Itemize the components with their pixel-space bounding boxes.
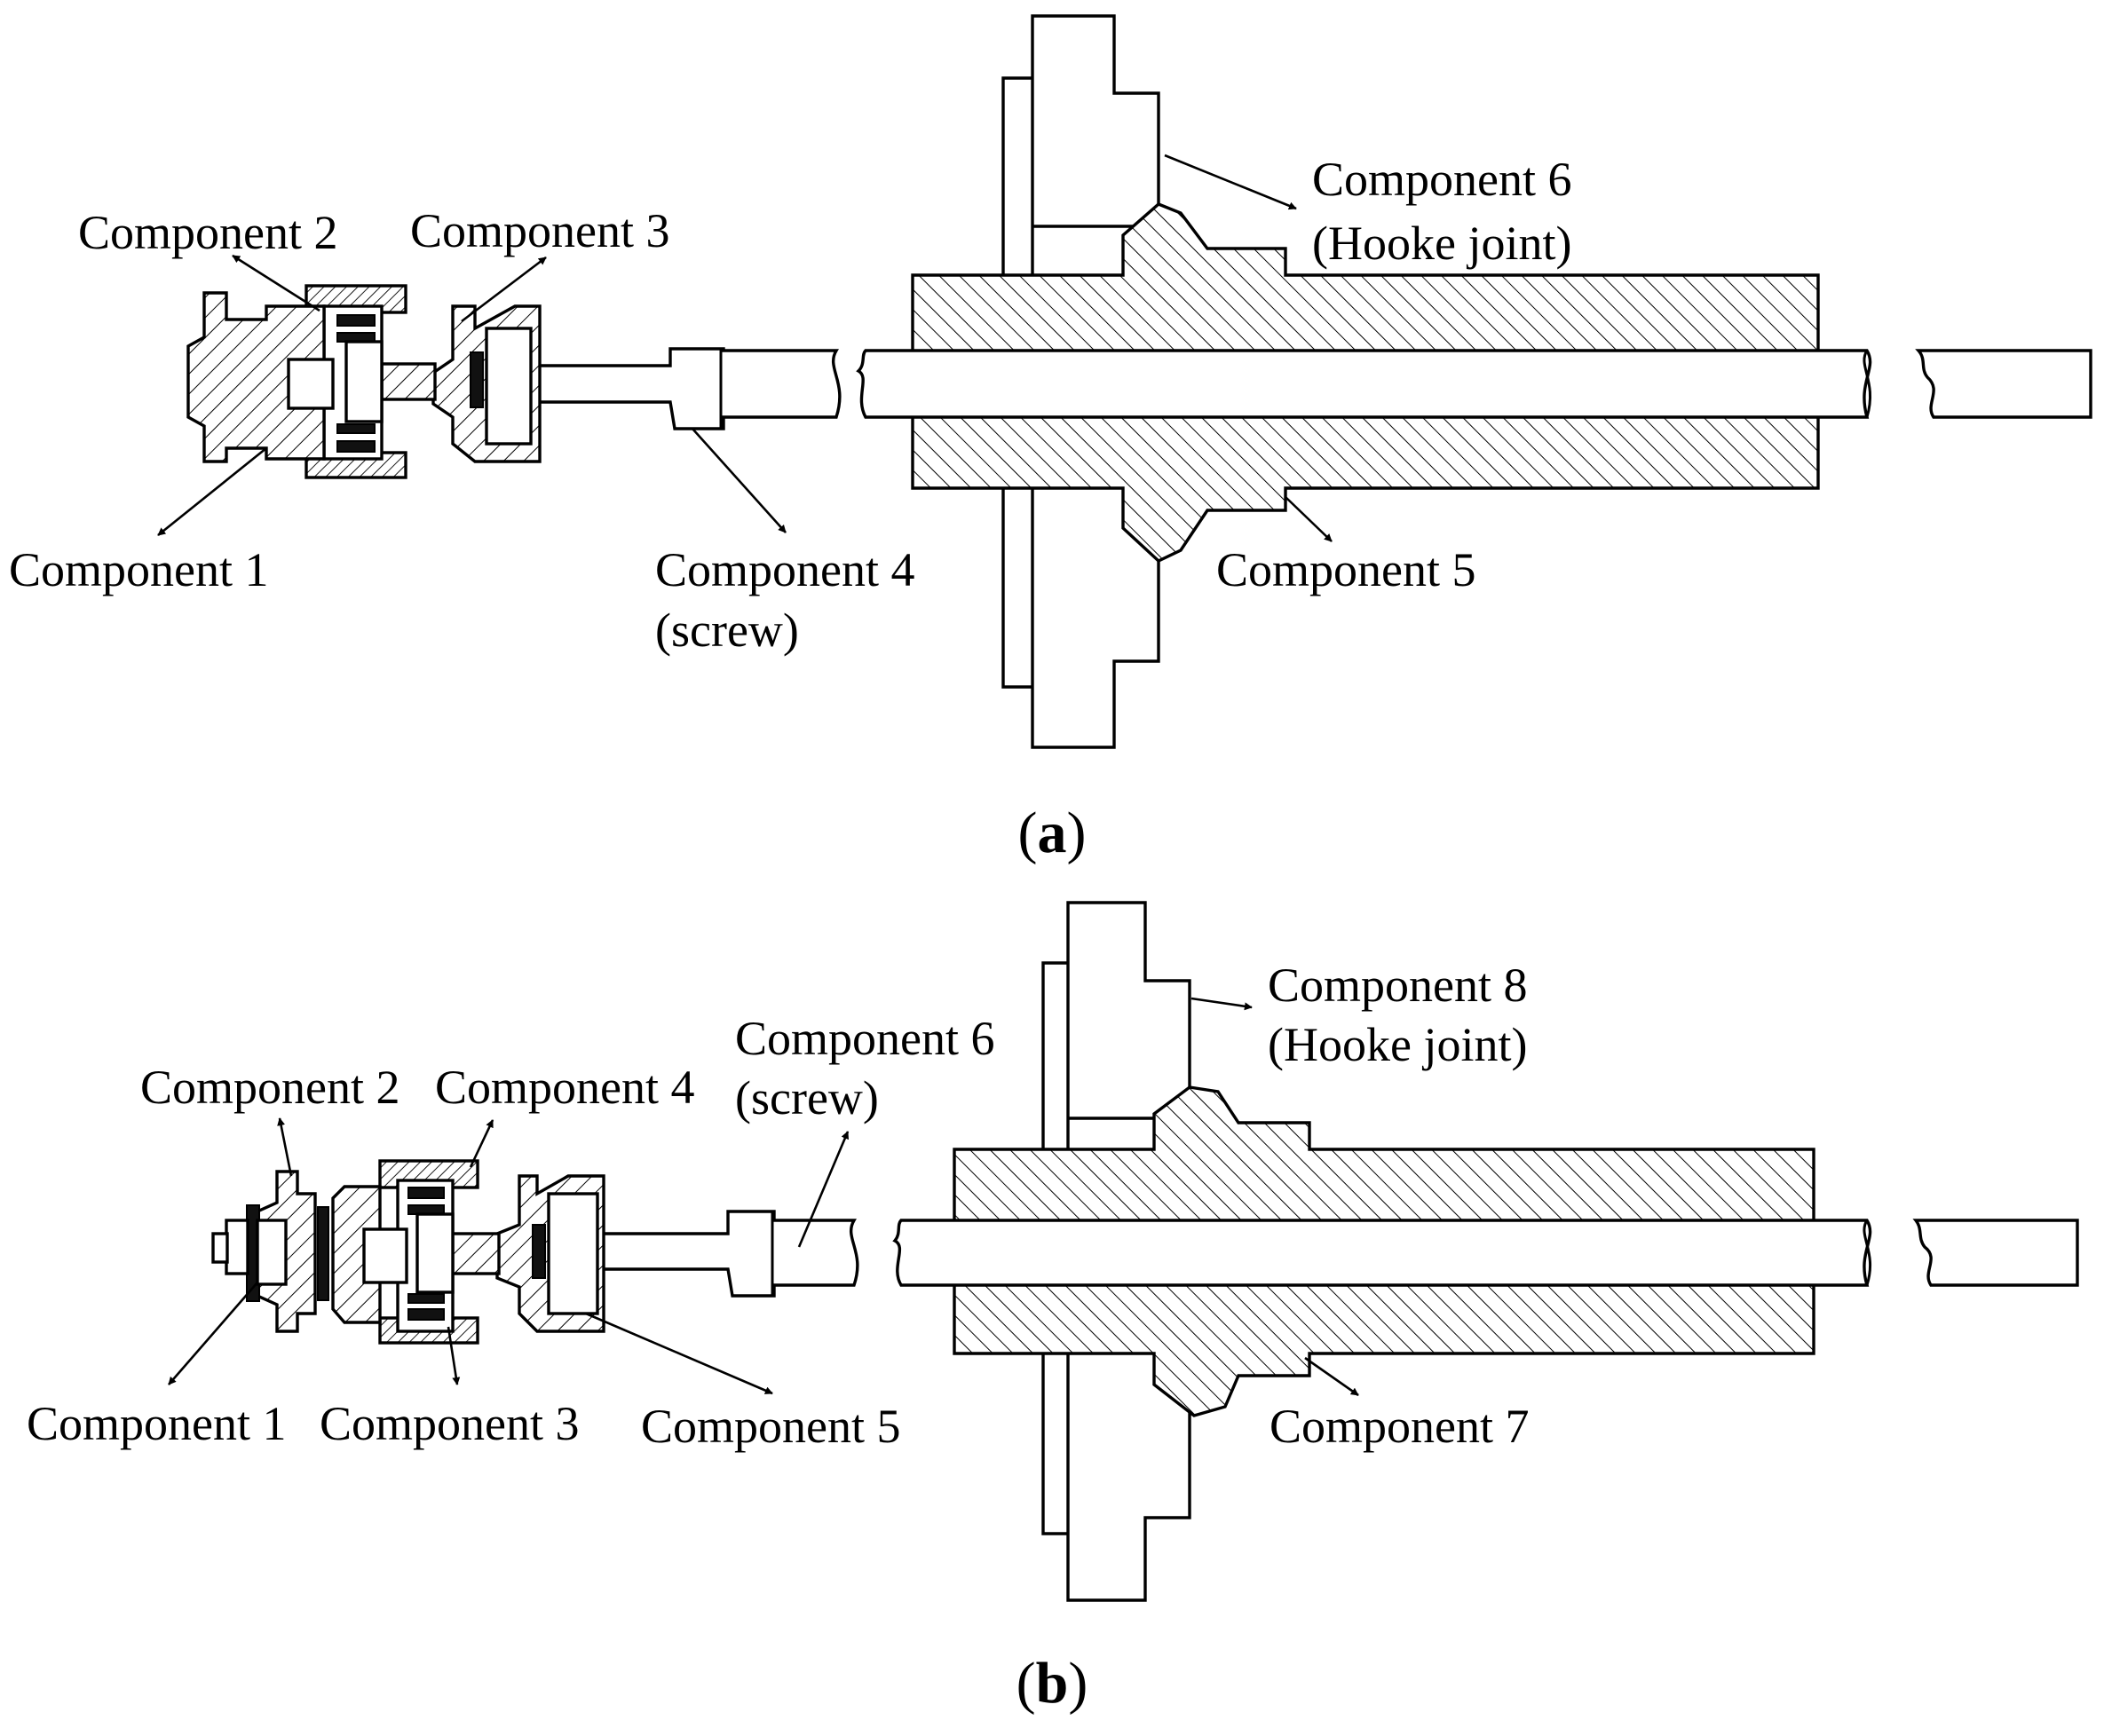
leader-comp3-a: [461, 256, 547, 323]
leader-comp2-b: [277, 1117, 293, 1177]
label-component-4-a: Component 4: [655, 543, 915, 596]
bearing-roller-top-b: [407, 1187, 445, 1199]
label-component-7-b: Component 7: [1270, 1400, 1530, 1453]
label-component-5-a: Component 5: [1216, 543, 1476, 596]
label-component-8-b: Component 8: [1268, 959, 1528, 1012]
coupling-pin-b: [532, 1224, 546, 1279]
coupling-bore-b: [547, 1192, 599, 1315]
label-component-3-b: Component 3: [320, 1397, 580, 1450]
shaft-break-a: [1863, 350, 1872, 418]
leader-comp6-a: [1164, 154, 1297, 210]
flange-component-2-b: [331, 1185, 382, 1324]
bearing-cross-b: [415, 1212, 455, 1294]
label-component-6-note-a: (Hooke joint): [1312, 217, 1571, 270]
caption-a: (a): [1018, 801, 1087, 865]
coupling-pin-a: [470, 351, 484, 408]
coupling-neck-a: [380, 362, 437, 401]
label-component-5-b: Component 5: [641, 1400, 901, 1453]
screw-component-6-b: [549, 1210, 859, 1298]
bearing-roller-bot-b: [407, 1293, 445, 1304]
bearing-cross-a: [344, 340, 384, 423]
label-component-8-note-b: (Hooke joint): [1268, 1018, 1527, 1071]
shaft-break-b: [1863, 1219, 1872, 1286]
washer-inner-b: [256, 1219, 288, 1286]
leader-comp8-b: [1190, 997, 1253, 1011]
label-component-6-b: Component 6: [735, 1012, 995, 1065]
label-component-4-note-a: (screw): [655, 604, 799, 657]
flange-bore-a: [287, 358, 335, 410]
leader-comp4-a: [692, 428, 787, 533]
label-component-6-a: Component 6: [1312, 153, 1572, 206]
end-cap-b: [225, 1219, 249, 1275]
label-component-1-b: Component 1: [27, 1397, 287, 1450]
leader-comp3-b: [447, 1326, 461, 1385]
label-component-1-a: Component 1: [9, 543, 269, 596]
caption-b-open: (: [1016, 1651, 1036, 1716]
caption-b: (b): [1016, 1651, 1088, 1716]
caption-a-close: ): [1067, 801, 1087, 865]
leader-comp4-b: [469, 1119, 494, 1168]
panel-a: Component 2 Component 3 Component 1 Comp…: [9, 14, 2092, 865]
leader-comp1-b: [168, 1282, 258, 1385]
caption-a-letter: a: [1038, 801, 1067, 865]
screw-component-4-a: [485, 347, 842, 430]
shaft-right-stub-b: [1912, 1219, 2079, 1287]
caption-b-letter: b: [1036, 1651, 1069, 1716]
coupling-bore-a: [485, 327, 533, 446]
flange-2-washer-b: [317, 1206, 329, 1301]
end-cap-tip-b: [211, 1232, 229, 1264]
flange-2-bore-b: [362, 1227, 408, 1284]
caption-b-close: ): [1068, 1651, 1088, 1716]
leader-comp5-b: [585, 1312, 773, 1395]
panel-b: Component 2 Component 4 Component 1 Comp…: [27, 901, 2079, 1716]
leader-comp7-b: [1304, 1356, 1359, 1397]
leader-comp6-b: [797, 1131, 850, 1248]
leader-comp5-a: [1285, 496, 1333, 542]
bearing-roller-top-a: [336, 314, 376, 327]
bearing-roller-bot2-b: [407, 1308, 445, 1321]
leader-comp2-a: [232, 254, 320, 312]
label-component-2-a: Component 2: [78, 206, 338, 259]
bearing-roller-bot-a: [336, 423, 376, 434]
label-component-6-note-b: (screw): [735, 1071, 879, 1124]
shaft-right-stub-a: [1915, 349, 2092, 419]
label-component-2-b: Component 2: [140, 1061, 400, 1114]
leader-comp1-a: [157, 446, 267, 537]
caption-a-open: (: [1018, 801, 1038, 865]
label-component-4-b: Component 4: [435, 1061, 695, 1114]
shaft-a: [856, 349, 1872, 419]
shaft-b: [892, 1219, 1872, 1287]
bearing-roller-bot2-a: [336, 440, 376, 453]
label-component-3-a: Component 3: [410, 204, 670, 257]
